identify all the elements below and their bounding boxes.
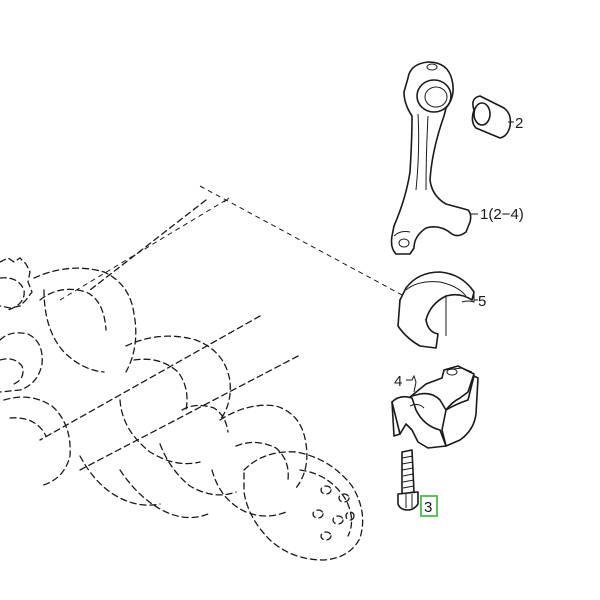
callout-part-2: 2 — [515, 115, 523, 132]
alignment-leader — [199, 185, 405, 297]
callout-part-5: 5 — [478, 293, 486, 310]
crankshaft — [0, 199, 364, 561]
bearing-shell — [397, 271, 475, 349]
callout-highlight-box — [420, 495, 438, 517]
callout-part-3: 3 — [424, 499, 432, 516]
bushing — [471, 95, 512, 139]
rod-cap — [391, 365, 479, 449]
callout-part-4: 4 — [394, 373, 402, 390]
callout-part-1: 1(2−4) — [480, 206, 524, 223]
alignment-leader — [59, 199, 227, 301]
rod-bolt — [397, 449, 419, 511]
dowel-pin — [406, 374, 417, 393]
connecting-rod — [390, 61, 472, 255]
